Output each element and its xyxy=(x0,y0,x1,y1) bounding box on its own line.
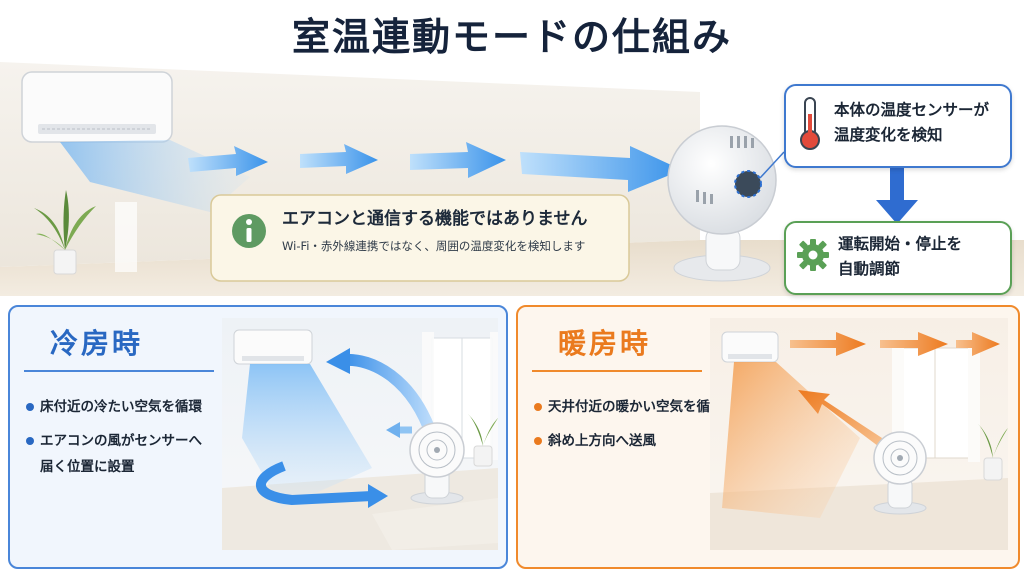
auto-callout-line-2: 自動調節 xyxy=(838,260,901,278)
heating-bullet-1: 天井付近の暖かい空気を循環 xyxy=(548,399,724,415)
air-conditioner-illustration xyxy=(21,71,173,143)
warm-airflow-arrows xyxy=(790,332,1000,356)
notice-title: エアコンと通信する機能ではありません xyxy=(282,209,588,229)
cooling-title: 冷房時 xyxy=(50,327,144,360)
auto-callout-line-1: 運転開始・停止を xyxy=(838,235,963,253)
cooling-bullet-dot xyxy=(26,437,34,445)
circulator-fan-illustration xyxy=(667,125,777,282)
airflow-arrows xyxy=(188,142,682,192)
flow-down-arrow-shaft xyxy=(890,166,904,206)
notice-subtitle: Wi-Fi・赤外線連携ではなく、周囲の温度変化を検知します xyxy=(282,239,586,253)
cooling-bullet-3: 届く位置に設置 xyxy=(40,459,135,475)
sensor-callout-line-1: 本体の温度センサーが xyxy=(834,101,990,119)
page-title: 室温連動モードの仕組み xyxy=(291,15,732,59)
cooling-bullet-1: 床付近の冷たい空気を循環 xyxy=(40,399,202,415)
temperature-sensor xyxy=(734,170,762,198)
plant-illustration xyxy=(34,190,96,275)
notice-box xyxy=(210,194,630,282)
cooling-bullet-dot xyxy=(26,403,34,411)
thermometer-icon xyxy=(800,97,820,150)
cooling-room-illustration xyxy=(222,318,498,550)
heating-title: 暖房時 xyxy=(558,327,652,360)
heating-title-underline xyxy=(532,370,702,372)
auto-adjust-callout-text: 運転開始・停止を 自動調節 xyxy=(838,232,962,282)
sensor-callout-line-2: 温度変化を検知 xyxy=(834,126,943,144)
cooling-bullet-2: エアコンの風がセンサーへ xyxy=(40,433,202,449)
cooling-title-underline xyxy=(24,370,214,372)
sensor-callout-text: 本体の温度センサーが 温度変化を検知 xyxy=(834,98,989,148)
sensor-callout xyxy=(784,84,1012,168)
heating-bullet-dot xyxy=(534,403,542,411)
heating-room-illustration xyxy=(710,318,1008,550)
heating-bullet-2: 斜め上方向へ送風 xyxy=(548,433,656,449)
sensor-leader-line xyxy=(759,151,785,179)
heating-bullet-dot xyxy=(534,437,542,445)
flow-down-arrow-head xyxy=(876,200,918,224)
gear-icon xyxy=(797,239,829,271)
